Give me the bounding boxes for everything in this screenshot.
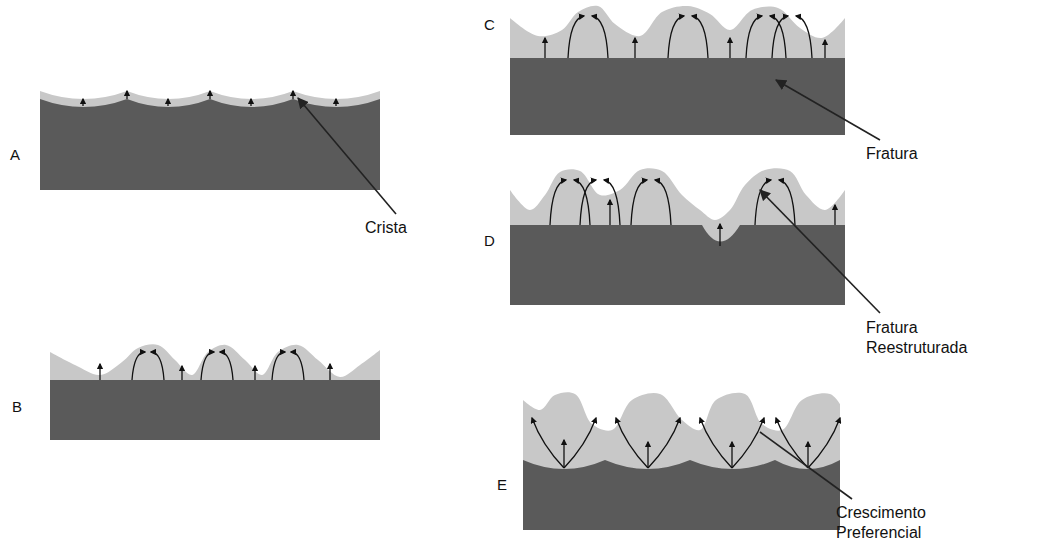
growth-arrow: [201, 352, 214, 380]
panel-letter: A: [10, 146, 20, 165]
growth-arrow: [776, 418, 808, 468]
growth-arrow: [834, 205, 835, 225]
substrate: [510, 58, 845, 135]
growth-arrow: [272, 352, 285, 380]
growth-arrow: [291, 352, 304, 380]
growth-arrow: [563, 440, 564, 468]
growth-arrow: [700, 418, 732, 468]
growth-arrow: [209, 91, 210, 99]
leader-line: [776, 80, 880, 140]
growth-arrow: [692, 16, 708, 58]
growth-arrow: [254, 366, 255, 380]
leader-line: [298, 98, 396, 214]
growth-arrow: [292, 91, 293, 99]
growth-arrow: [648, 418, 680, 468]
growth-arrow: [580, 180, 596, 225]
growth-arrow: [772, 16, 788, 58]
callout-label: Fratura Reestruturada: [866, 318, 996, 358]
growth-arrow: [731, 442, 732, 468]
panel-letter: B: [12, 398, 22, 417]
growth-arrow: [82, 99, 83, 106]
callout-label: Crista: [365, 218, 407, 238]
leader-line: [760, 432, 852, 499]
growth-arrow: [796, 16, 812, 58]
film-layer: [510, 168, 845, 305]
growth-arrow: [647, 442, 648, 468]
growth-arrow: [634, 38, 635, 58]
growth-arrow: [544, 38, 545, 58]
growth-arrow: [732, 418, 764, 468]
growth-arrow: [167, 99, 168, 106]
growth-arrow: [616, 418, 648, 468]
film-layer: [510, 6, 845, 135]
growth-arrow: [729, 38, 730, 58]
substrate: [50, 380, 380, 440]
growth-arrow: [808, 418, 840, 468]
growth-arrow: [592, 16, 608, 58]
growth-arrow: [550, 180, 566, 225]
leader-line: [760, 190, 880, 313]
substrate: [40, 99, 380, 190]
callout-label: Crescimento Preferencial: [836, 503, 961, 543]
growth-arrow: [719, 224, 720, 246]
growth-arrow: [604, 180, 620, 225]
growth-arrow: [609, 200, 610, 225]
growth-arrow: [335, 99, 336, 106]
growth-arrow: [532, 418, 564, 468]
growth-arrow: [99, 364, 100, 380]
growth-arrow: [807, 442, 808, 468]
film-layer: [523, 392, 840, 530]
panel-letter: E: [497, 476, 507, 495]
growth-arrow: [564, 418, 596, 468]
panel-letter: D: [484, 232, 495, 251]
growth-arrow: [631, 180, 647, 225]
growth-arrow: [655, 180, 671, 225]
growth-arrow: [151, 352, 164, 380]
callout-label: Fratura: [866, 144, 918, 164]
growth-arrow: [250, 99, 251, 106]
film-layer: [40, 91, 380, 190]
growth-arrow: [329, 364, 330, 380]
growth-arrow: [668, 16, 684, 58]
growth-arrow: [824, 40, 825, 58]
substrate: [523, 460, 840, 530]
growth-arrow: [126, 91, 127, 99]
growth-arrow: [181, 366, 182, 380]
panel-letter: C: [484, 16, 495, 35]
growth-arrow: [132, 352, 145, 380]
substrate: [510, 225, 845, 305]
growth-arrow: [746, 16, 762, 58]
growth-arrow: [568, 16, 584, 58]
growth-arrow: [755, 180, 771, 225]
film-layer: [50, 344, 380, 440]
growth-arrow: [220, 352, 233, 380]
